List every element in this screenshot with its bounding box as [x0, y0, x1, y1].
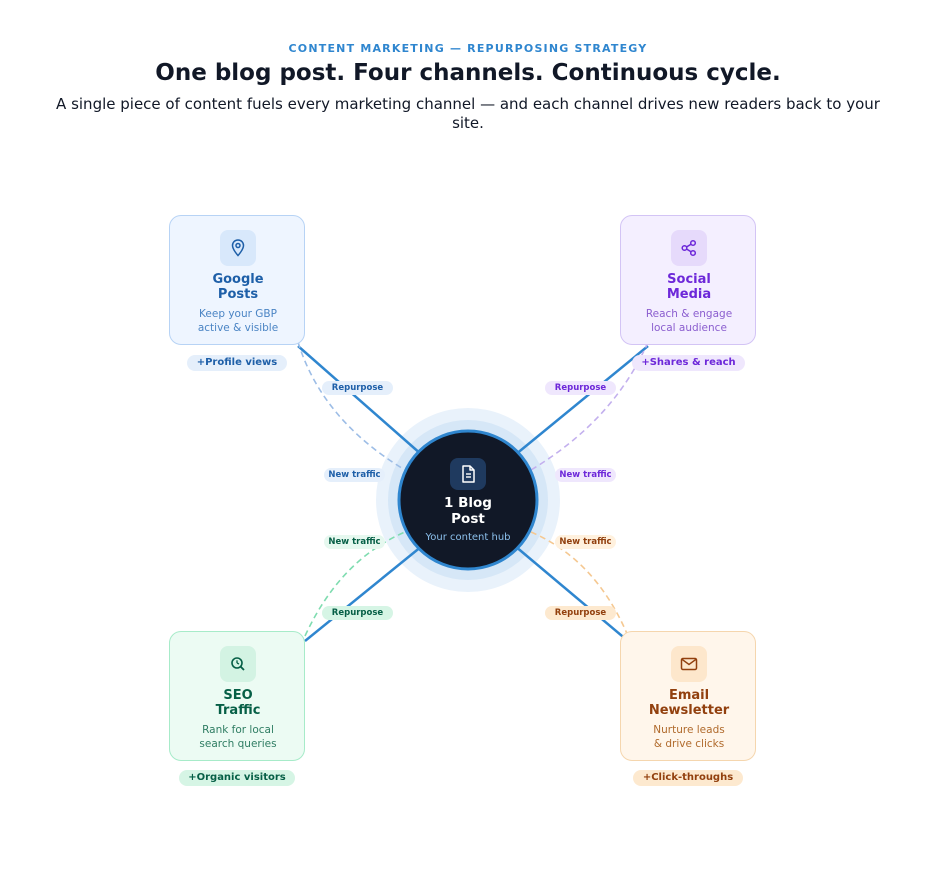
social-media-title: Social Media	[666, 272, 712, 302]
search-clock-icon	[220, 646, 256, 682]
social-media-card[interactable]: Social Media Reach & engage local audien…	[620, 215, 756, 345]
traffic-curve-seo	[304, 531, 406, 637]
repurpose-label-social: Repurpose	[545, 381, 616, 395]
traffic-label-seo: New traffic	[324, 535, 385, 549]
traffic-curve-google	[297, 341, 406, 471]
hub-subtitle: Your content hub	[425, 532, 511, 543]
repurpose-line-seo	[304, 545, 423, 642]
hub-circle	[397, 429, 539, 571]
repurpose-line-google	[297, 345, 423, 456]
seo-traffic-badge: +Organic visitors	[179, 770, 295, 786]
envelope-icon	[671, 646, 707, 682]
traffic-label-social: New traffic	[555, 468, 616, 482]
seo-traffic-card[interactable]: SEO Traffic Rank for local search querie…	[169, 631, 305, 761]
social-media-badge: +Shares & reach	[632, 355, 745, 371]
repurpose-label-google: Repurpose	[322, 381, 393, 395]
seo-traffic-desc: Rank for local search queries	[199, 724, 277, 750]
email-newsletter-desc: Nurture leads & drive clicks	[653, 724, 725, 750]
email-newsletter-badge: +Click-throughs	[633, 770, 743, 786]
eyebrow-label: CONTENT MARKETING — REPURPOSING STRATEGY	[288, 42, 648, 55]
share-icon	[671, 230, 707, 266]
google-posts-desc: Keep your GBP active & visible	[197, 308, 279, 334]
repurpose-label-seo: Repurpose	[322, 606, 393, 620]
repurpose-label-email: Repurpose	[545, 606, 616, 620]
google-posts-card[interactable]: Google Posts Keep your GBP active & visi…	[169, 215, 305, 345]
traffic-label-email: New traffic	[555, 535, 616, 549]
repurpose-line-social	[514, 345, 649, 456]
document-icon	[450, 458, 486, 490]
email-newsletter-title: Email Newsletter	[648, 688, 730, 718]
social-media-desc: Reach & engage local audience	[645, 308, 733, 334]
repurpose-line-email	[514, 545, 629, 642]
email-newsletter-card[interactable]: Email Newsletter Nurture leads & drive c…	[620, 631, 756, 761]
page-title: One blog post. Four channels. Continuous…	[155, 60, 781, 86]
page-subtitle: A single piece of content fuels every ma…	[56, 95, 880, 132]
traffic-label-google: New traffic	[324, 468, 385, 482]
seo-traffic-title: SEO Traffic	[215, 688, 261, 718]
google-posts-title: Google Posts	[212, 272, 264, 302]
hub-title: 1 Blog Post	[444, 495, 492, 527]
map-pin-icon	[220, 230, 256, 266]
google-posts-badge: +Profile views	[187, 355, 287, 371]
traffic-curve-email	[530, 531, 629, 637]
